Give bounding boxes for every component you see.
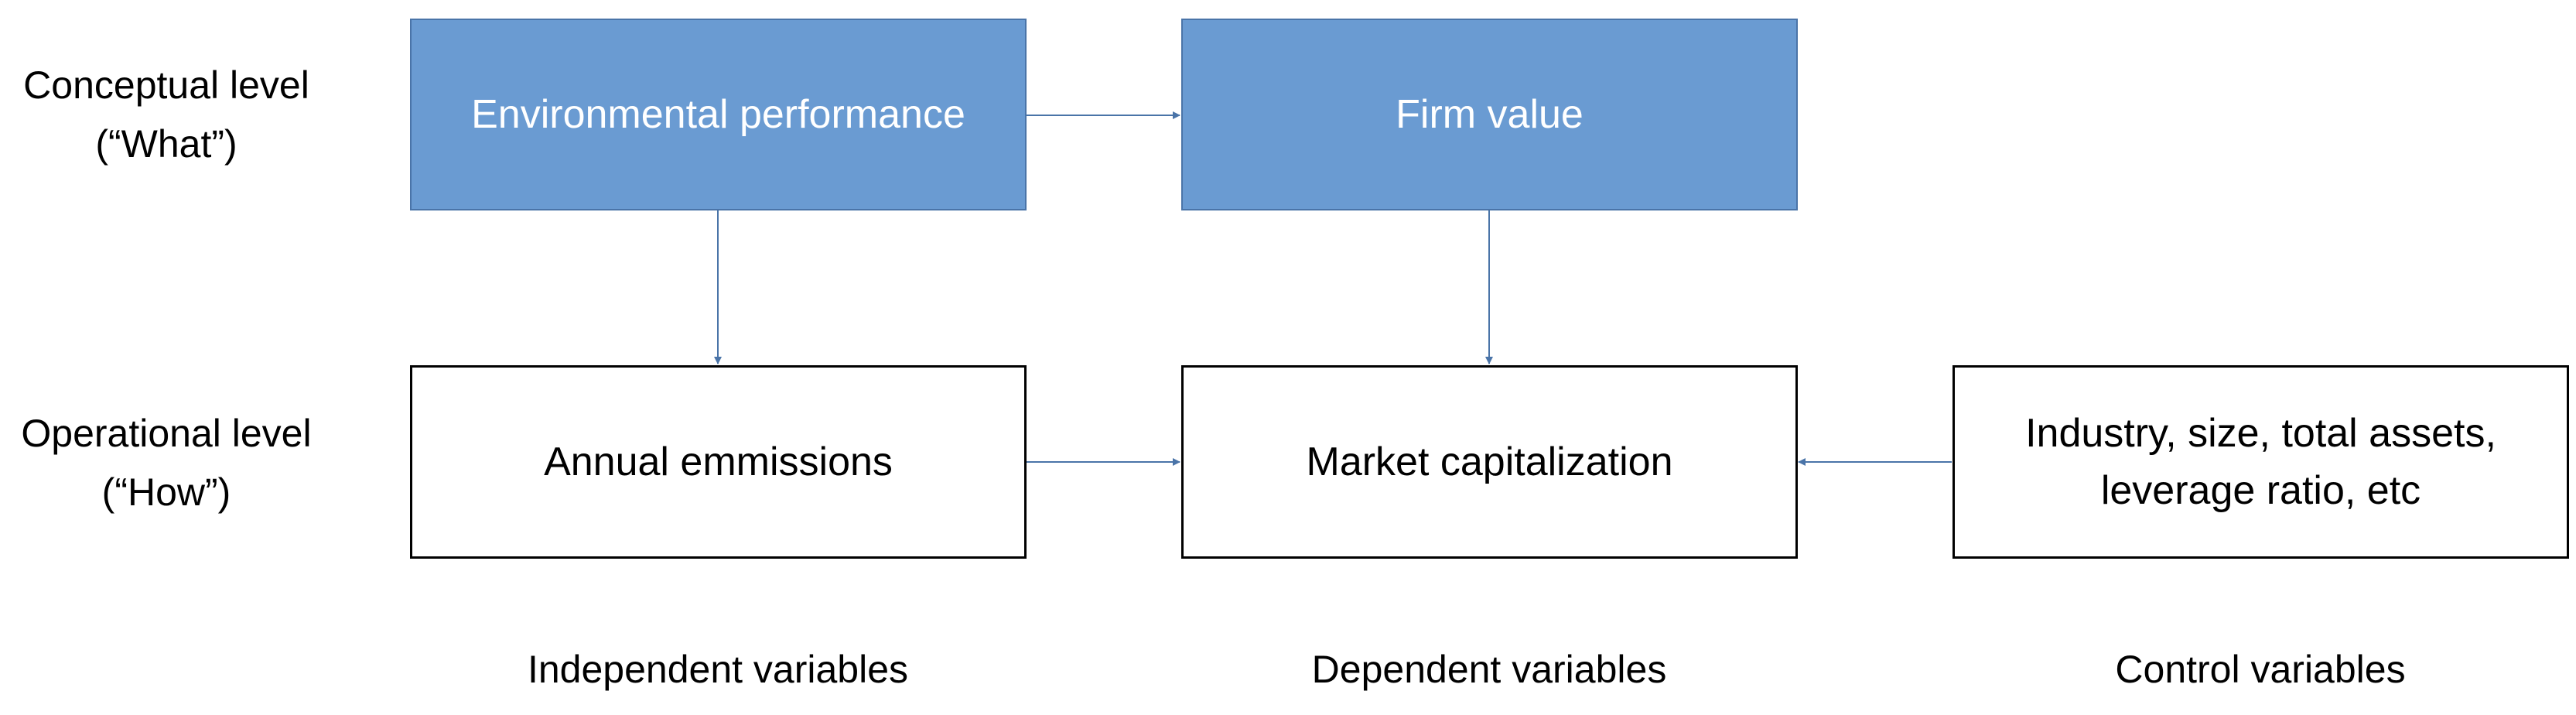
conceptual-level-label: Conceptual level (“What”) (4, 56, 329, 173)
environmental-performance-text: Environmental performance (471, 92, 965, 137)
control-variables-label: Control variables (2115, 648, 2406, 691)
control-variables-box: Industry, size, total assets, leverage r… (1952, 365, 2569, 559)
firm-value-text: Firm value (1396, 92, 1584, 137)
dependent-variables-label: Dependent variables (1311, 648, 1667, 691)
conceptual-level-line-2: (“What”) (95, 122, 237, 166)
annual-emissions-text: Annual emmissions (544, 440, 893, 484)
market-capitalization-text: Market capitalization (1306, 440, 1673, 484)
operational-level-line-2: (“How”) (101, 470, 231, 514)
firm-value-box: Firm value (1181, 19, 1798, 210)
controls-line-1: Industry, size, total assets, (2025, 411, 2496, 456)
conceptual-level-line-1: Conceptual level (23, 63, 309, 107)
operational-level-line-1: Operational level (21, 412, 312, 455)
independent-variables-label: Independent variables (527, 648, 909, 691)
operational-level-label: Operational level (“How”) (4, 404, 329, 522)
market-capitalization-box: Market capitalization (1181, 365, 1798, 559)
annual-emissions-box: Annual emmissions (410, 365, 1027, 559)
environmental-performance-box: Environmental performance (410, 19, 1027, 210)
controls-line-2: leverage ratio, etc (2100, 468, 2421, 513)
